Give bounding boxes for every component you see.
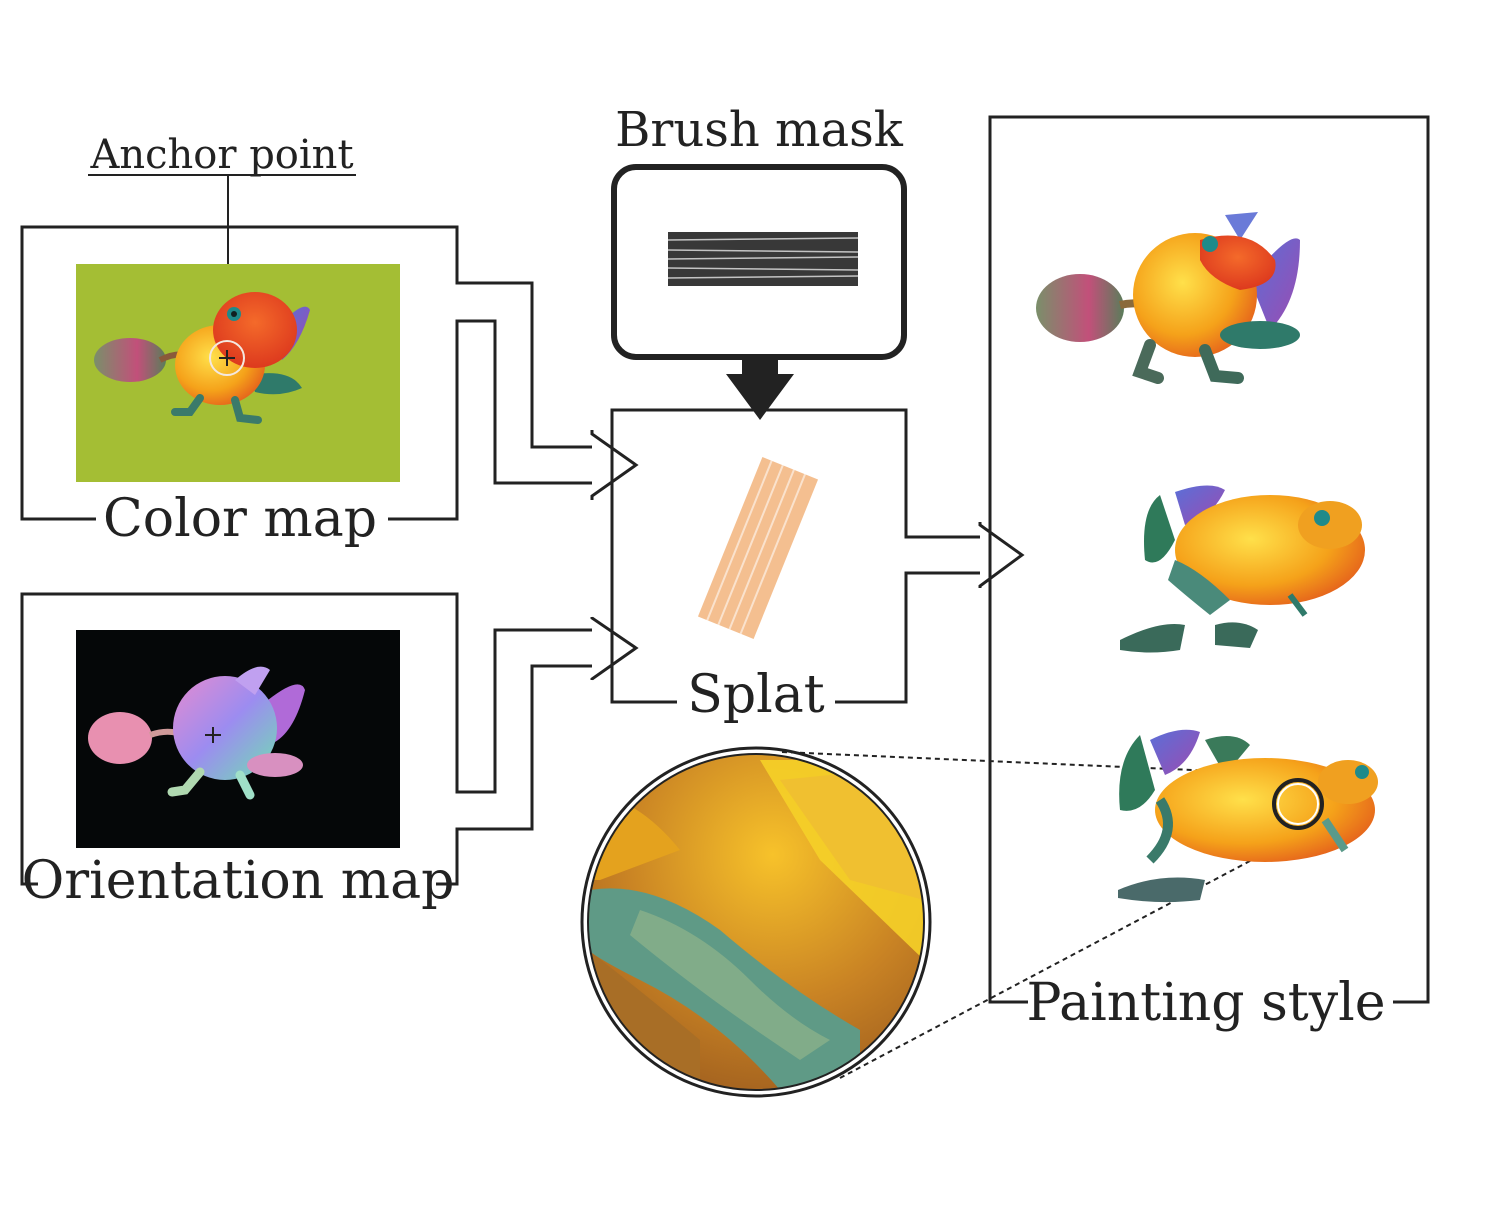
zoom-circle-inner <box>587 753 925 1091</box>
orientation-map-image <box>76 630 400 848</box>
brush-mask-image <box>667 232 859 286</box>
painted-fish-2 <box>1120 485 1365 653</box>
splat-output-arrow-head <box>978 522 1025 588</box>
anchor-point-label: Anchor point <box>89 132 353 178</box>
painted-fish-1 <box>1036 212 1300 384</box>
painted-fish-3 <box>1118 729 1378 903</box>
brush-mask-label: Brush mask <box>615 102 904 158</box>
color-arrow-head <box>590 430 639 500</box>
splat-frame <box>610 408 980 704</box>
color-map-label: Color map <box>103 489 377 549</box>
splat-stroke <box>697 457 819 639</box>
zoom-circle-outer <box>580 746 932 1098</box>
orientation-map-frame <box>20 592 592 886</box>
orientation-arrow-head <box>590 616 639 681</box>
zoom-detail <box>588 754 924 1090</box>
splat-label: Splat <box>687 665 825 725</box>
painting-style-label: Painting style <box>1027 973 1386 1033</box>
brush-mask-arrow <box>726 357 794 420</box>
painting-style-frame <box>988 115 1430 1004</box>
color-map-frame <box>20 225 592 521</box>
color-map-image <box>76 264 400 482</box>
orientation-map-label: Orientation map <box>22 851 455 911</box>
